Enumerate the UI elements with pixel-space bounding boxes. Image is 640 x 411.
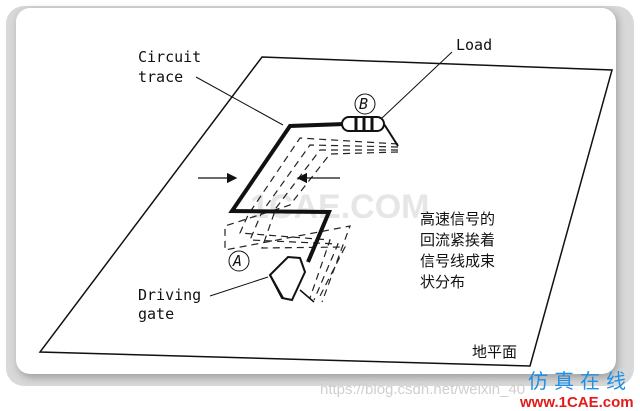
label-trace: trace xyxy=(138,68,183,86)
description-line-1: 高速信号的 xyxy=(420,210,495,228)
return-current-paths xyxy=(224,137,399,303)
label-load: Load xyxy=(456,36,492,54)
ground-plane xyxy=(38,56,613,367)
label-gate: gate xyxy=(138,305,174,323)
watermark-url: https://blog.csdn.net/weixin_40 xyxy=(320,381,525,398)
watermark-center: 1CAE.COM xyxy=(250,188,429,226)
point-b-label: B xyxy=(359,95,368,113)
ground-plane-label: 地平面 xyxy=(472,343,517,361)
point-a-label: A xyxy=(232,252,242,270)
leader-gate xyxy=(209,276,269,297)
card xyxy=(16,8,616,374)
description-line-2: 回流紧挨着 xyxy=(420,231,495,249)
logo-url: www.1CAE.com xyxy=(519,394,634,411)
description-line-4: 状分布 xyxy=(420,273,465,291)
description-line-3: 信号线成束 xyxy=(420,252,495,270)
circuit-trace xyxy=(228,122,346,263)
leader-load xyxy=(381,51,453,119)
label-driving: Driving xyxy=(138,286,201,304)
driving-gate xyxy=(268,255,315,303)
point-a-circle xyxy=(228,250,250,272)
point-b-circle xyxy=(354,93,376,115)
leader-trace xyxy=(195,76,284,126)
label-circuit: Circuit xyxy=(138,48,201,66)
load-resistor xyxy=(341,116,399,147)
logo-cn: 仿真在线 xyxy=(528,369,632,393)
